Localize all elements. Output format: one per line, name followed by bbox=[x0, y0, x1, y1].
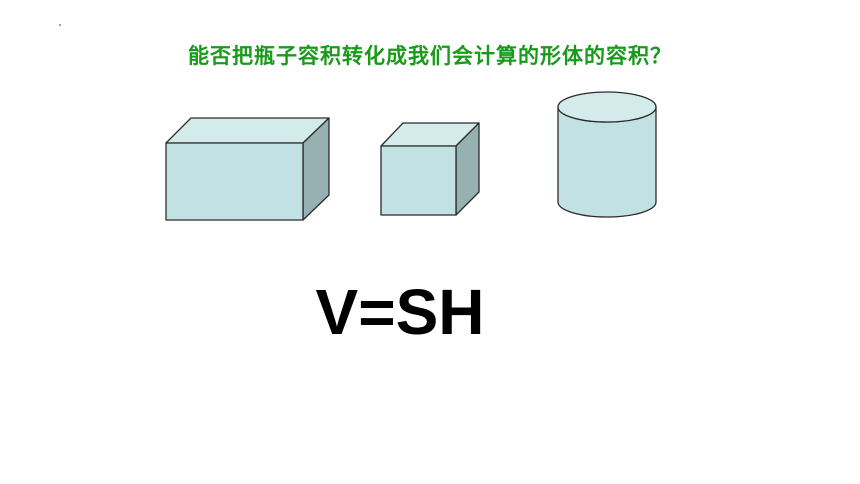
question-title: 能否把瓶子容积转化成我们会计算的形体的容积？ bbox=[188, 44, 672, 68]
rectangular-prism-icon bbox=[165, 117, 330, 221]
volume-formula: V=SH bbox=[315, 276, 485, 348]
cuboid-front-face bbox=[165, 142, 304, 221]
cylinder-top-face bbox=[557, 91, 657, 123]
cuboid-top-face bbox=[165, 117, 330, 144]
cube-icon bbox=[380, 122, 480, 216]
cube-front-face bbox=[380, 145, 457, 216]
speck-mark bbox=[59, 24, 61, 26]
cylinder-icon bbox=[557, 91, 657, 218]
cylinder-body bbox=[557, 106, 657, 218]
